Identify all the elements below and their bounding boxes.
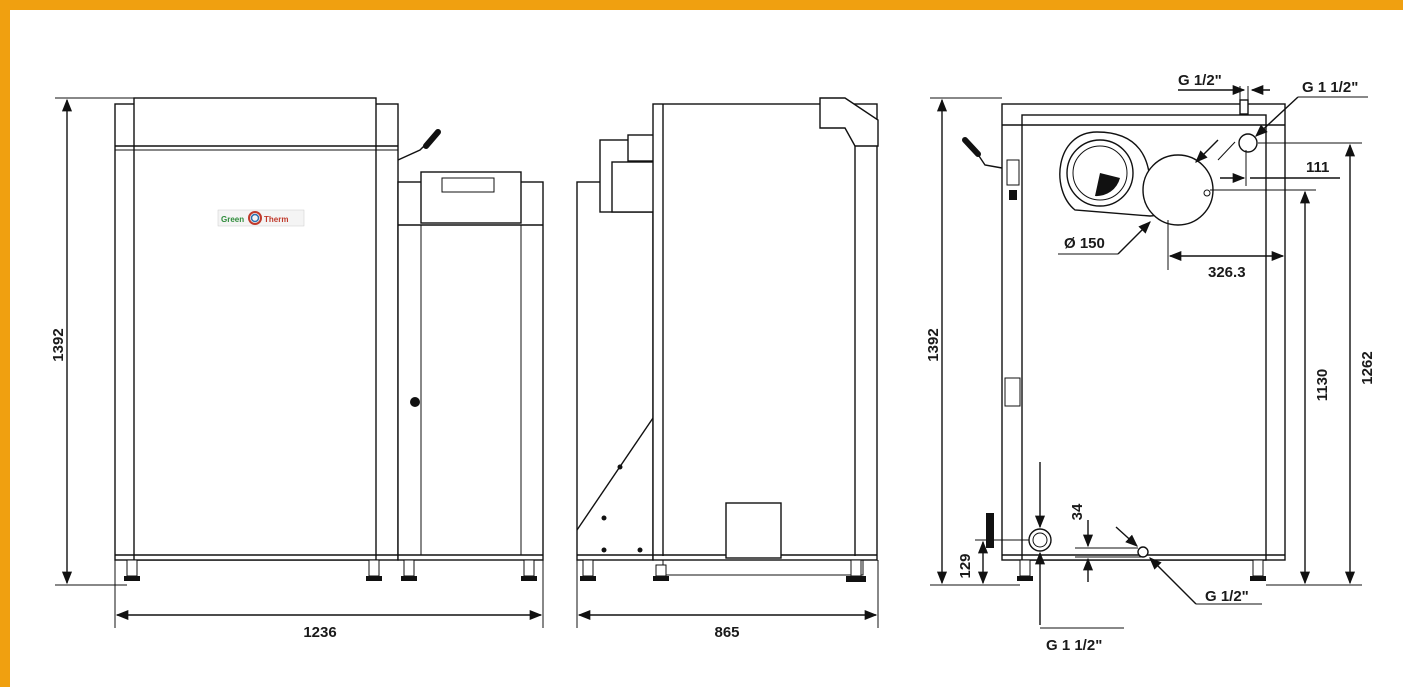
top-right-connection-label: G 1 1/2" xyxy=(1302,79,1358,96)
pellet-hopper xyxy=(397,181,544,561)
brand-right-text: Therm xyxy=(264,215,288,224)
side-view: 865 xyxy=(576,97,879,641)
brand-logo: Green Therm xyxy=(217,209,305,227)
rear-control-panel xyxy=(1006,159,1020,186)
drain-connection xyxy=(1137,546,1149,558)
flue-cap xyxy=(819,97,879,147)
rear-view: 1392 G 1/2" G 1 1/2" 111 Ø 150 326.3 113… xyxy=(925,72,1376,654)
front-height-label: 1392 xyxy=(50,328,67,361)
front-view: Green Therm 1392 1236 xyxy=(50,97,544,641)
bottom-right-connection-label: G 1/2" xyxy=(1205,588,1249,605)
return-connection xyxy=(1028,528,1052,552)
offset-111-label: 111 xyxy=(1306,159,1329,176)
drain-offset-label: 34 xyxy=(1069,503,1086,520)
bottom-left-connection-label: G 1 1/2" xyxy=(1046,637,1102,654)
return-height-label: 129 xyxy=(957,553,974,578)
flue-outlet xyxy=(1142,154,1214,226)
boiler-front-panel xyxy=(133,97,377,561)
side-boiler-body xyxy=(652,103,878,561)
feet xyxy=(124,559,537,581)
control-display xyxy=(441,177,495,193)
flue-offset-label: 326.3 xyxy=(1208,264,1246,281)
ash-pan xyxy=(725,502,782,559)
side-depth-label: 865 xyxy=(714,624,739,641)
rear-inspection-port xyxy=(1004,377,1021,407)
flow-connection xyxy=(1238,133,1258,153)
front-width-label: 1236 xyxy=(303,624,336,641)
brand-left-text: Green xyxy=(221,215,244,224)
flue-diameter-label: Ø 150 xyxy=(1064,235,1105,252)
hopper-door-knob xyxy=(410,397,420,407)
outlet-height-label: 1262 xyxy=(1359,351,1376,384)
top-left-connection-label: G 1/2" xyxy=(1178,72,1222,89)
side-hopper xyxy=(576,181,654,561)
rear-height-label: 1392 xyxy=(925,328,942,361)
flue-height-label: 1130 xyxy=(1314,369,1331,402)
